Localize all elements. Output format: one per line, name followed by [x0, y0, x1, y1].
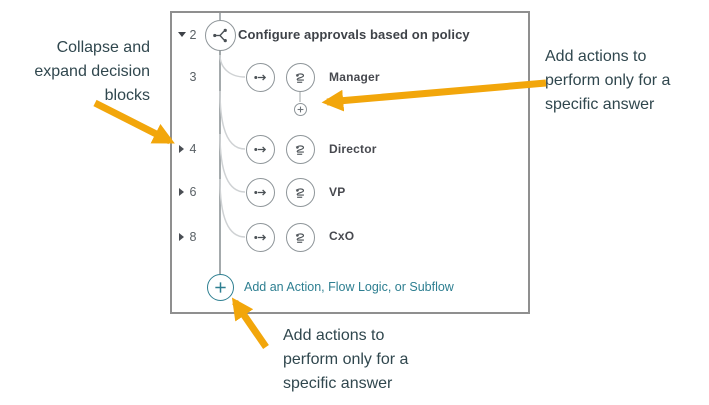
approval-action-icon: [295, 72, 304, 83]
collapse-icon[interactable]: [178, 32, 186, 37]
branch-label[interactable]: CxO: [329, 229, 355, 243]
step-number: 3: [189, 70, 197, 84]
answer-arrow-icon: [253, 145, 266, 153]
step-number: 2: [189, 28, 197, 42]
decision-branch-icon: [212, 28, 227, 42]
add-action-for-answer-button[interactable]: [293, 102, 307, 116]
flow-connectors: [219, 13, 301, 274]
answer-branch-button[interactable]: [245, 134, 275, 164]
approval-action-button[interactable]: [285, 177, 315, 207]
annotation-add-actions-right: Add actions to perform only for a specif…: [545, 48, 671, 113]
annotation-add-actions-bottom: Add actions to perform only for a specif…: [283, 327, 409, 392]
arrow-collapse-expand: [93, 99, 175, 145]
expand-icon[interactable]: [179, 233, 184, 241]
decision-block-button[interactable]: [204, 19, 236, 51]
expand-icon[interactable]: [179, 188, 184, 196]
annotation-collapse-expand: Collapse and expand decision blocks: [34, 39, 150, 104]
answer-arrow-icon: [253, 73, 266, 81]
approval-action-button[interactable]: [285, 222, 315, 252]
approval-action-button[interactable]: [285, 134, 315, 164]
branch-label[interactable]: VP: [329, 185, 346, 199]
approval-action-icon: [295, 232, 304, 243]
answer-branch-button[interactable]: [245, 62, 275, 92]
branch-label[interactable]: Manager: [329, 70, 380, 84]
branch-label[interactable]: Director: [329, 142, 377, 156]
flow-canvas: 2 Configure approvals based on policy 3: [170, 11, 530, 314]
answer-branch-button[interactable]: [245, 222, 275, 252]
step-number: 8: [189, 230, 197, 244]
add-action-icon: [214, 281, 226, 293]
add-action-button[interactable]: [206, 273, 234, 301]
step-number: 6: [189, 185, 197, 199]
add-action-for-answer-icon: [297, 106, 303, 112]
approval-action-button[interactable]: [285, 62, 315, 92]
expand-icon[interactable]: [179, 145, 184, 153]
answer-arrow-icon: [253, 188, 266, 196]
answer-branch-button[interactable]: [245, 177, 275, 207]
add-action-label[interactable]: Add an Action, Flow Logic, or Subflow: [244, 280, 454, 294]
step-number: 4: [189, 142, 197, 156]
decision-block-title[interactable]: Configure approvals based on policy: [238, 27, 470, 42]
approval-action-icon: [295, 187, 304, 198]
answer-arrow-icon: [253, 233, 266, 241]
approval-action-icon: [295, 144, 304, 155]
